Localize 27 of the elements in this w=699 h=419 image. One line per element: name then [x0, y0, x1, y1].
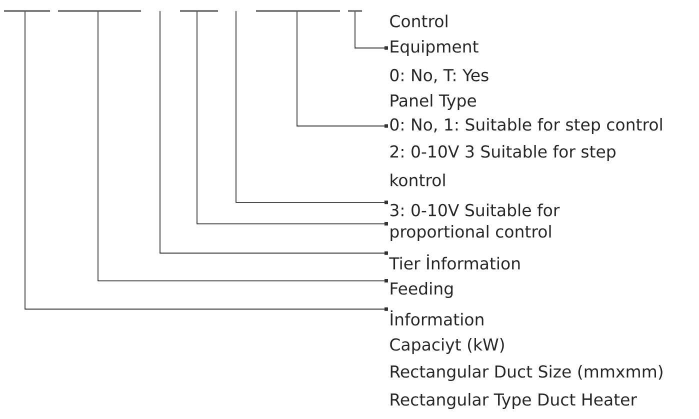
leader-line — [354, 11, 388, 50]
code-description: Tier İnformation — [389, 254, 520, 270]
code-description: Capaciyt (kW) — [390, 338, 504, 354]
leader-line — [98, 11, 388, 283]
code-segment-line — [58, 10, 141, 12]
code-description: 0: No, T: Yes — [390, 68, 488, 84]
code-segment-line — [256, 10, 340, 12]
leader-line — [196, 11, 388, 226]
code-segment-line — [180, 10, 218, 12]
code-description: Control — [390, 14, 448, 28]
code-description: 0: No, 1: Suitable for step control — [390, 118, 662, 134]
code-description: Rectangular Type Duct Heater — [390, 393, 638, 409]
leader-line — [296, 11, 388, 128]
leader-line — [236, 10, 388, 204]
code-description: 2: 0-10V 3 Suitable for step — [390, 145, 616, 161]
code-segment-line — [348, 10, 362, 12]
code-description: Equipment — [390, 40, 478, 56]
code-description: Rectangular Duct Size (mmxmm) — [390, 365, 662, 381]
code-description: İnformation — [390, 310, 484, 326]
code-description: proportional control — [390, 225, 551, 241]
code-description: Feeding — [390, 282, 453, 298]
code-description: 3: 0-10V Suitable for — [390, 204, 560, 216]
code-segment-line — [4, 10, 50, 12]
leader-line — [160, 10, 388, 255]
code-description: kontrol — [390, 174, 445, 186]
leader-line — [24, 11, 388, 311]
code-description: Panel Type — [390, 94, 476, 110]
